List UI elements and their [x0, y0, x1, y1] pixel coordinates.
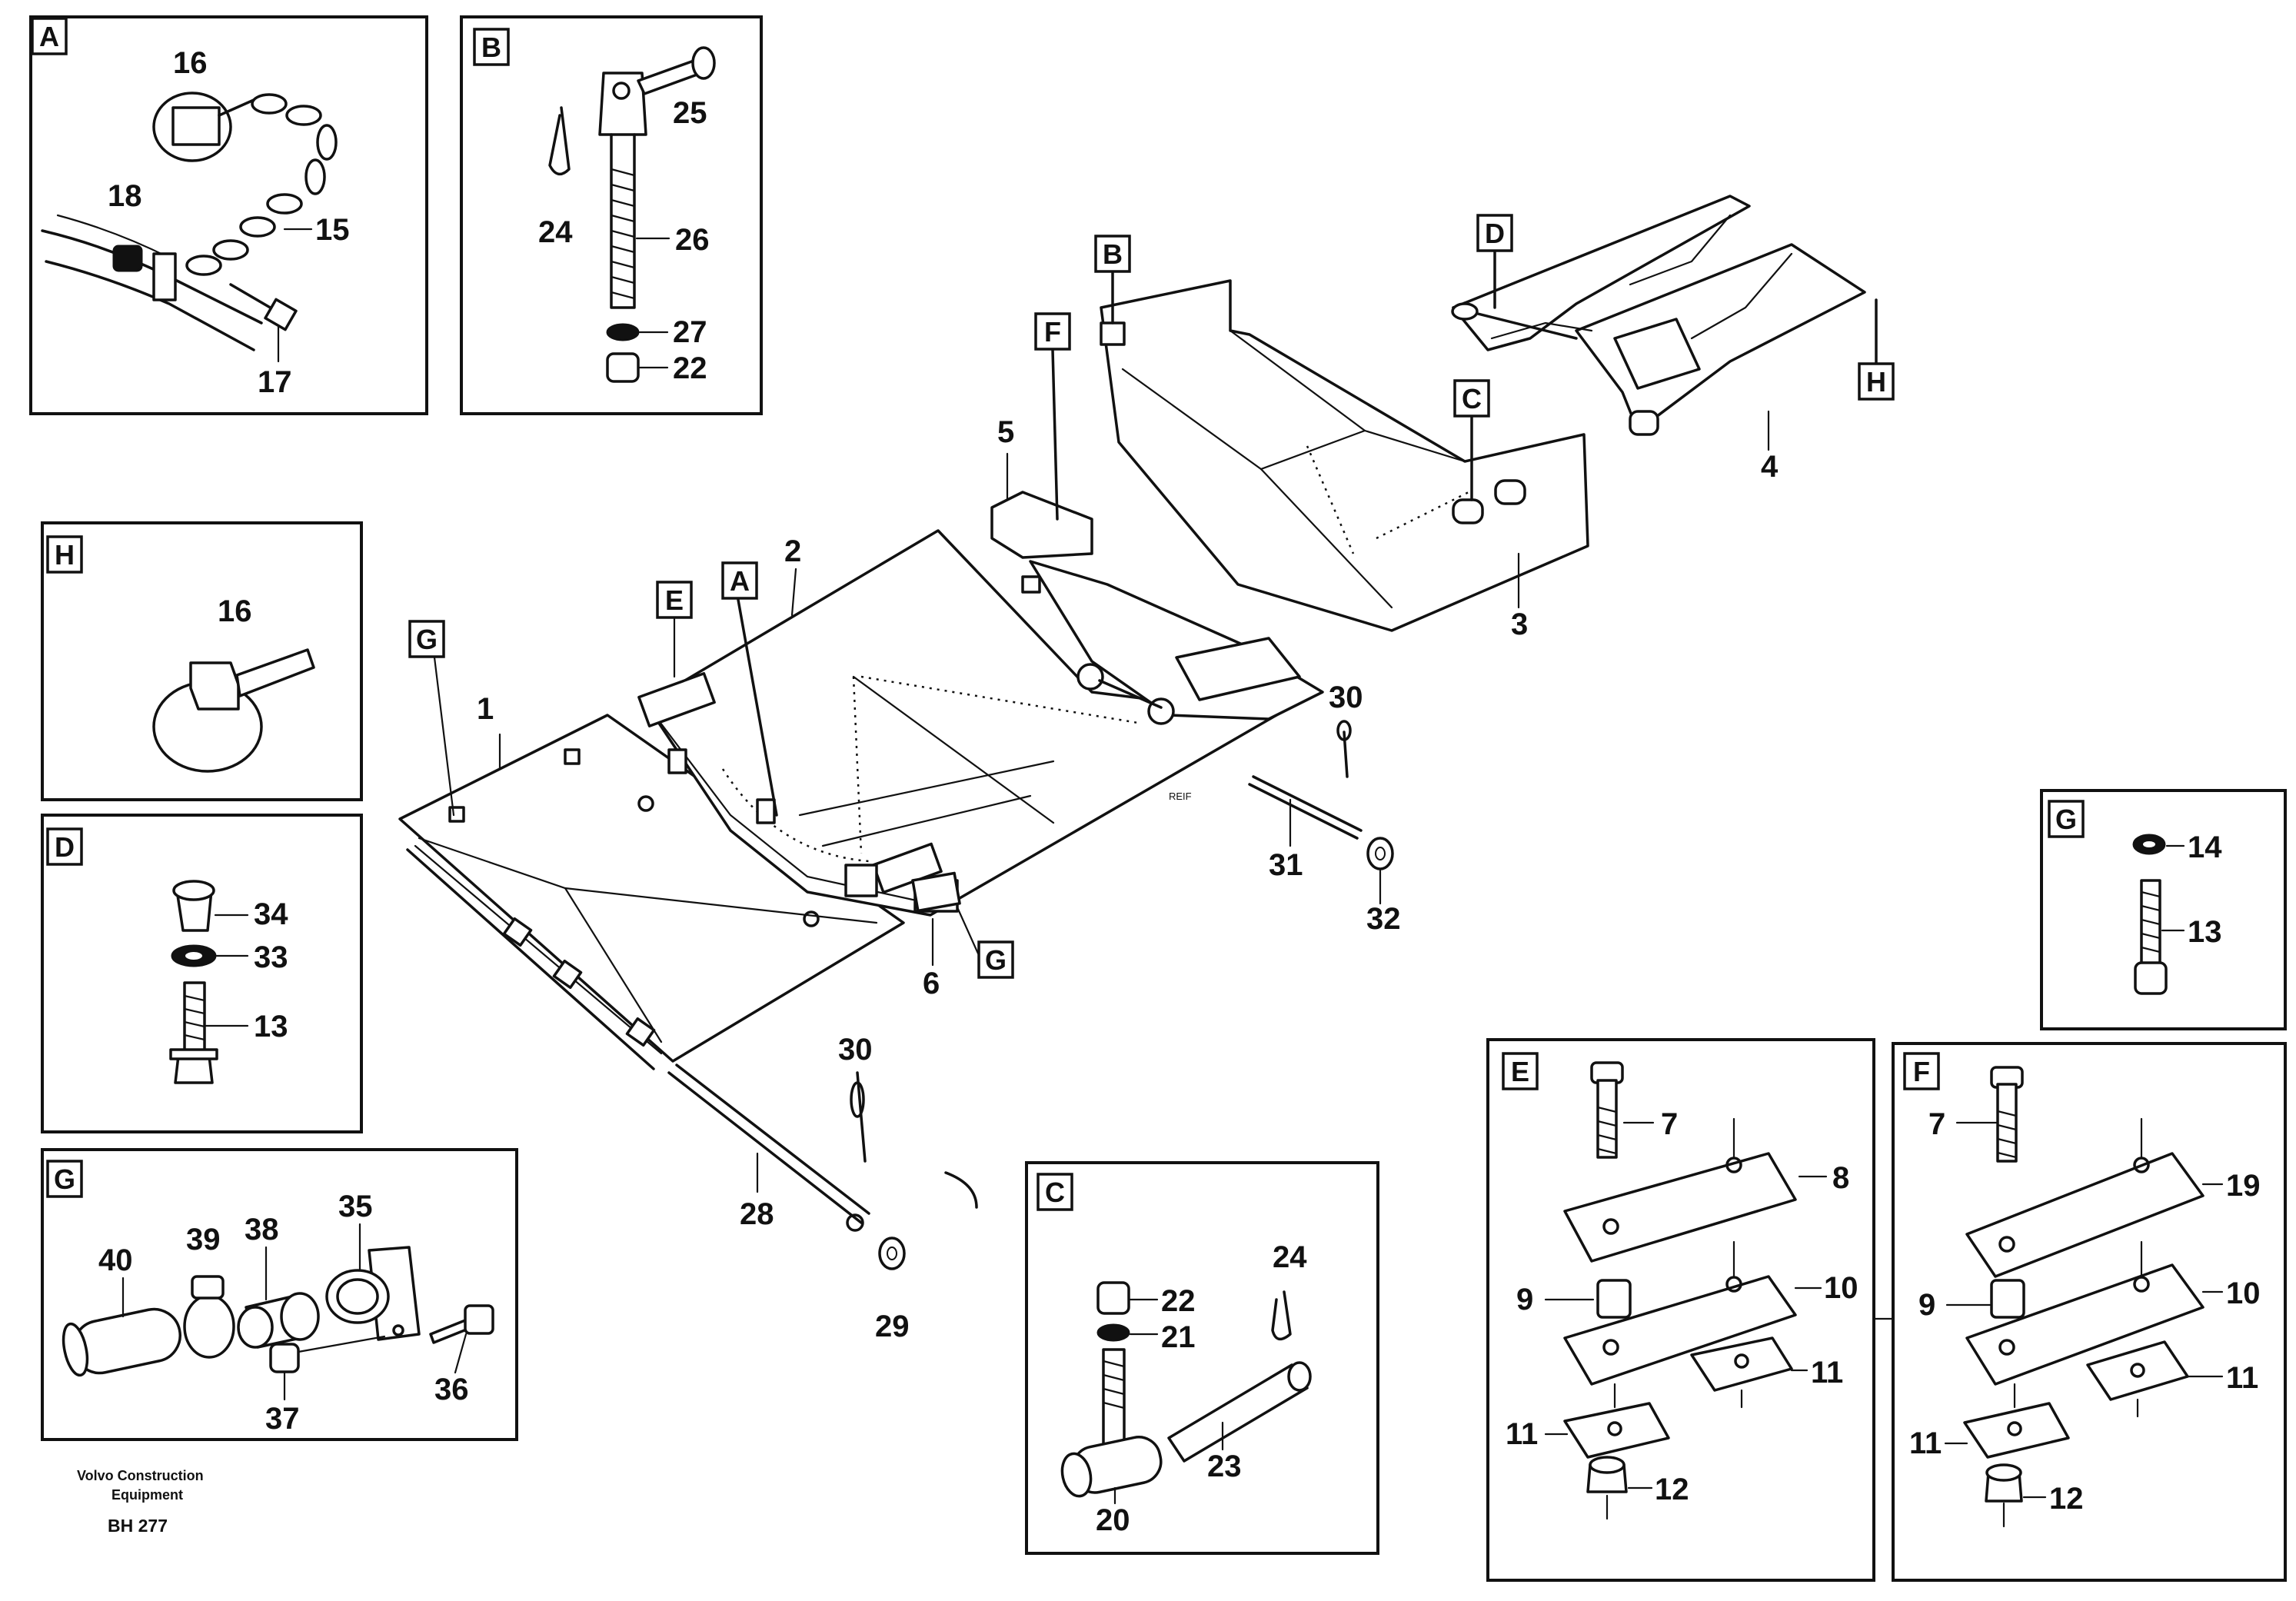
- callout-32: 32: [1366, 902, 1401, 936]
- drawing-code: BH 277: [108, 1516, 168, 1536]
- callout-22: 22: [673, 351, 707, 385]
- detail-d-letter: D: [55, 831, 75, 863]
- callout-31: 31: [1269, 848, 1303, 882]
- callout-29: 29: [875, 1310, 910, 1343]
- callout-letter-e: E: [665, 584, 684, 616]
- callout-7-f: 7: [1928, 1107, 1945, 1141]
- detail-b-panel: B 25 24 26 27 22: [460, 15, 763, 415]
- callout-letter-h: H: [1866, 366, 1886, 398]
- callout-3: 3: [1511, 607, 1528, 641]
- callout-15: 15: [315, 213, 350, 247]
- callout-13-g: 13: [2188, 915, 2222, 949]
- callout-37: 37: [265, 1402, 300, 1436]
- chain: [185, 93, 338, 276]
- callout-25: 25: [673, 96, 707, 130]
- callout-18: 18: [108, 179, 142, 213]
- callout-19: 19: [2226, 1169, 2261, 1203]
- callout-11-f-right: 11: [2226, 1361, 2258, 1395]
- callout-16: 16: [173, 46, 208, 80]
- detail-g-panel-right: G 14 13: [2040, 789, 2287, 1030]
- callout-12-e: 12: [1655, 1473, 1689, 1506]
- callout-11-f-left: 11: [1909, 1426, 1942, 1460]
- detail-f-panel: F 7 19 9 10 11: [1892, 1042, 2287, 1582]
- detail-a-letter: A: [39, 21, 59, 52]
- callout-letter-d: D: [1485, 218, 1505, 249]
- callout-4: 4: [1761, 450, 1779, 484]
- callout-38: 38: [245, 1213, 279, 1247]
- callout-8: 8: [1832, 1161, 1849, 1195]
- detail-d-panel: D 34 33 13: [41, 814, 363, 1133]
- callout-11-e-right: 11: [1811, 1356, 1843, 1390]
- detail-e-letter: E: [1511, 1056, 1529, 1087]
- callout-6: 6: [923, 967, 940, 1000]
- callout-39: 39: [186, 1223, 221, 1257]
- callout-27: 27: [673, 315, 707, 349]
- detail-h-letter: H: [55, 539, 75, 571]
- detail-b-letter: B: [481, 32, 501, 63]
- detail-c-letter: C: [1045, 1177, 1065, 1208]
- callout-16-h: 16: [218, 594, 252, 628]
- callout-23: 23: [1207, 1450, 1242, 1483]
- rod-threads: [610, 168, 636, 300]
- callout-36: 36: [434, 1373, 469, 1406]
- callout-17: 17: [258, 365, 292, 399]
- callout-34: 34: [254, 897, 288, 931]
- detail-g-letter-right: G: [2055, 804, 2077, 835]
- callout-10-e: 10: [1824, 1271, 1858, 1305]
- callout-9-e: 9: [1516, 1283, 1533, 1316]
- callout-21: 21: [1161, 1320, 1196, 1354]
- callout-9-f: 9: [1918, 1288, 1935, 1322]
- callout-11-e-left: 11: [1506, 1417, 1538, 1451]
- callout-14: 14: [2188, 830, 2222, 864]
- callout-letter-a: A: [730, 565, 750, 597]
- callout-letter-g-1: G: [416, 624, 438, 655]
- callout-2: 2: [784, 534, 801, 568]
- callout-33: 33: [254, 940, 288, 974]
- callout-24-c: 24: [1273, 1240, 1307, 1274]
- callout-1: 1: [477, 692, 494, 726]
- callout-28: 28: [740, 1197, 774, 1231]
- detail-c-panel: C 22 21 24 23 20: [1025, 1161, 1379, 1555]
- callout-24: 24: [538, 215, 573, 249]
- footer-company-line1: Volvo Construction: [77, 1468, 204, 1483]
- detail-h-panel: H 16: [41, 521, 363, 801]
- callout-letter-c: C: [1462, 383, 1482, 414]
- callout-35: 35: [338, 1190, 373, 1223]
- callout-30-lower: 30: [838, 1033, 873, 1067]
- detail-g-letter-left: G: [54, 1163, 75, 1195]
- callout-letter-f: F: [1044, 316, 1061, 348]
- main-callouts: G 1 E A 2 F 5 B D C H: [408, 214, 1895, 1343]
- callout-30-upper: 30: [1329, 681, 1363, 714]
- detail-a-panel: A 16 15 18 17: [29, 15, 428, 415]
- footer-company-line2: Equipment: [111, 1487, 183, 1503]
- callout-22-c: 22: [1161, 1284, 1196, 1318]
- callout-letter-g-2: G: [985, 944, 1007, 976]
- callout-letter-b: B: [1103, 238, 1123, 270]
- callout-7-e: 7: [1661, 1107, 1678, 1141]
- footer: Volvo Construction Equipment BH 277: [77, 1468, 204, 1536]
- callout-13-d: 13: [254, 1010, 288, 1043]
- detail-f-letter: F: [1913, 1056, 1930, 1087]
- reif-stamp: REIF: [1169, 791, 1192, 802]
- callout-10-f: 10: [2226, 1276, 2261, 1310]
- callout-40: 40: [98, 1243, 133, 1277]
- callout-12-f: 12: [2049, 1482, 2084, 1516]
- callout-20: 20: [1096, 1503, 1130, 1537]
- callout-26: 26: [675, 223, 710, 257]
- detail-g-panel-left: G 40 39 38 35 36 37: [41, 1148, 518, 1441]
- main-assembly: REIF: [398, 195, 1866, 1232]
- detail-e-panel: E 7 8 9 10 11: [1486, 1038, 1893, 1582]
- callout-5: 5: [997, 415, 1014, 449]
